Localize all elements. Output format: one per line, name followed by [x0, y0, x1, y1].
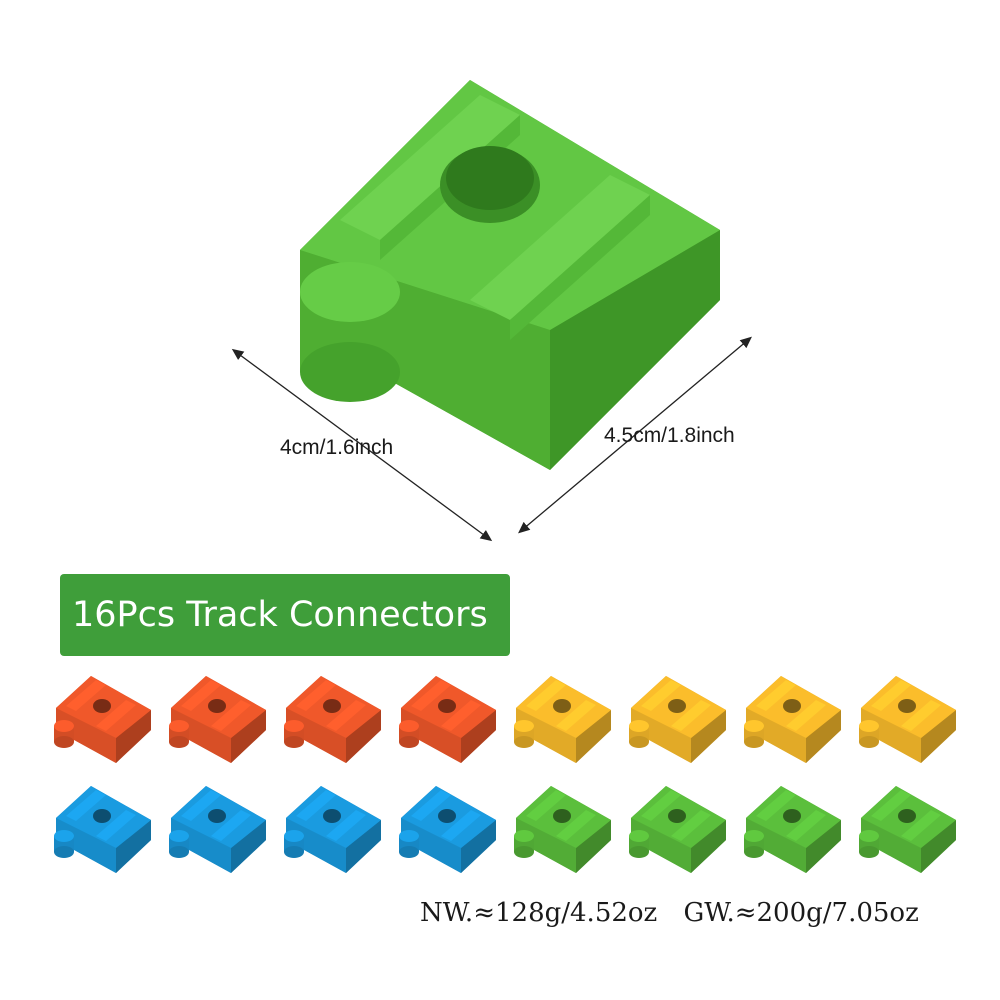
depth-dimension-label: 4.5cm/1.8inch: [604, 424, 735, 447]
connector-piece-blue: [169, 786, 266, 873]
connector-piece-orange: [284, 676, 381, 763]
connector-piece-yellow: [514, 676, 611, 763]
connector-piece-green: [514, 786, 611, 873]
connector-piece-orange: [169, 676, 266, 763]
connector-piece-yellow: [629, 676, 726, 763]
depth-dimension-arrow: [518, 336, 752, 534]
connector-piece-orange: [399, 676, 496, 763]
connector-piece-blue: [54, 786, 151, 873]
weight-info: NW.≈128g/4.52oz GW.≈200g/7.05oz: [420, 898, 919, 928]
hero-connector-image: [231, 80, 752, 542]
connector-piece-yellow: [859, 676, 956, 763]
net-weight: NW.≈128g/4.52oz: [420, 898, 658, 928]
connector-piece-yellow: [744, 676, 841, 763]
connector-piece-green: [629, 786, 726, 873]
banner-title: 16Pcs Track Connectors: [72, 595, 488, 635]
width-dimension-arrow: [231, 348, 493, 542]
gross-weight: GW.≈200g/7.05oz: [683, 898, 919, 928]
connector-piece-green: [859, 786, 956, 873]
hero-connector-piece: [300, 80, 720, 470]
connector-piece-blue: [284, 786, 381, 873]
width-dimension-label: 4cm/1.6inch: [280, 436, 394, 459]
connector-piece-green: [744, 786, 841, 873]
connector-piece-blue: [399, 786, 496, 873]
title-banner: 16Pcs Track Connectors: [60, 574, 510, 656]
connector-pieces-grid: [54, 676, 956, 873]
connector-piece-orange: [54, 676, 151, 763]
